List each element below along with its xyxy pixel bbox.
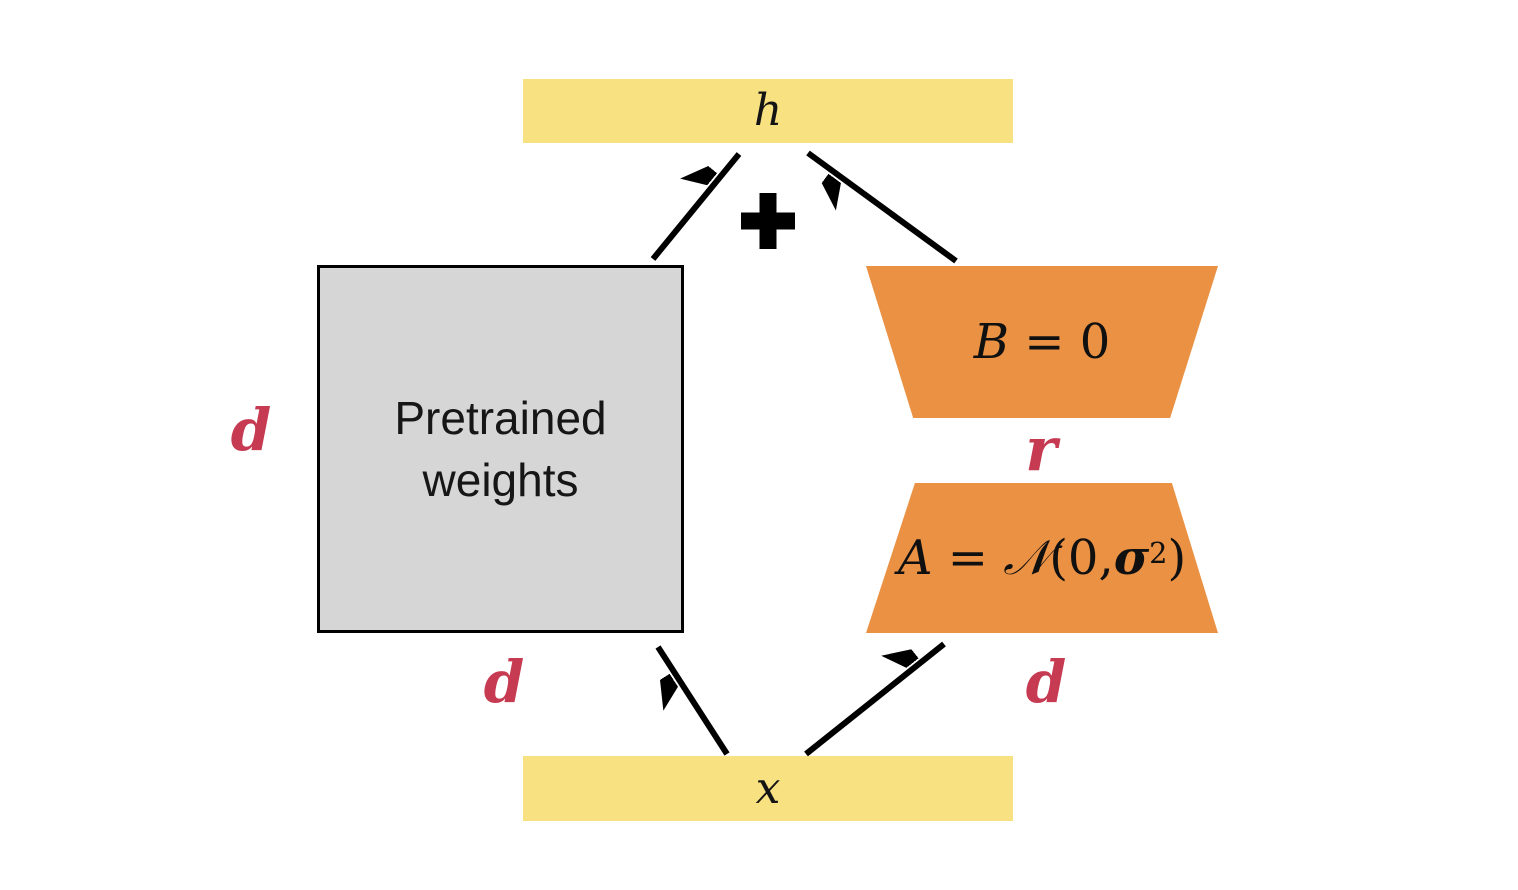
h-bar: h <box>523 79 1013 143</box>
a-eq: = <box>932 530 1004 586</box>
a-args-close: ) <box>1167 530 1187 586</box>
pretrained-weights-box: Pretrained weights <box>317 265 684 633</box>
h-label: h <box>753 85 783 136</box>
x-label: x <box>755 762 781 814</box>
dim-label-d-bottom-right: d <box>1025 648 1067 716</box>
a-exponent: 2 <box>1149 536 1168 571</box>
arrow-x-to-a <box>804 641 946 757</box>
a-trapezoid: A = 𝒩(0,σ2) <box>866 483 1218 633</box>
dim-label-d-left: d <box>230 396 272 464</box>
b-eq-rest: = 0 <box>1009 314 1111 370</box>
arrow-b-to-h <box>806 150 958 264</box>
plus-icon <box>741 193 795 249</box>
pretrained-label-line1: Pretrained <box>394 391 607 444</box>
pretrained-label-line2: weights <box>422 454 579 506</box>
x-bar: x <box>523 756 1013 821</box>
arrow-pretrained-to-h <box>650 152 742 261</box>
sigma-glyph: σ <box>1113 530 1150 586</box>
a-args-open: (0, <box>1049 530 1114 586</box>
b-trapezoid: B = 0 <box>866 266 1218 418</box>
script-n-glyph: 𝒩 <box>1003 530 1050 586</box>
arrow-x-to-pretrained <box>655 645 730 756</box>
dim-label-r: r <box>1025 415 1057 485</box>
dim-label-d-bottom-left: d <box>483 648 525 716</box>
b-var: B <box>973 314 1009 370</box>
a-formula: A = 𝒩(0,σ2) <box>898 534 1186 582</box>
b-formula: B = 0 <box>974 318 1111 366</box>
a-var: A <box>897 530 933 586</box>
